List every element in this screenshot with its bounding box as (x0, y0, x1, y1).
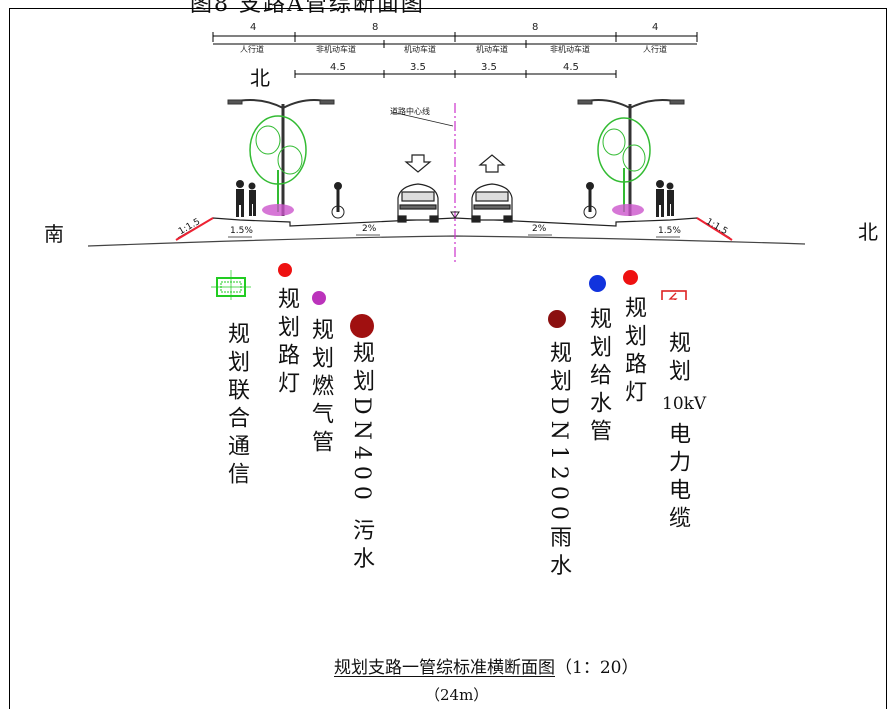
dim-top-2: 8 (372, 22, 379, 33)
left-pedestrians (236, 180, 256, 217)
road-profile (177, 217, 731, 239)
right-street-lamp (577, 99, 685, 216)
drawing-title-scale: （1：20） (555, 658, 639, 678)
lane-label-4: 机动车道 (476, 45, 508, 54)
centerline-leader (391, 111, 454, 127)
label-streetlight-right: 规划路灯 (621, 296, 646, 408)
telecom-box-icon (211, 270, 251, 300)
left-car (397, 183, 439, 223)
label-power-b: 10kV (662, 394, 707, 414)
lane-label-1: 人行道 (240, 45, 264, 54)
lane-label-6: 人行道 (643, 45, 667, 54)
right-road-slope: 2% (532, 224, 547, 234)
sewer-pipe-dot (350, 314, 374, 338)
label-power-c: 电力电缆 (665, 422, 690, 534)
centerline-marker (450, 211, 460, 219)
south-label: 南 (44, 222, 64, 246)
dim-top-3: 8 (532, 22, 539, 33)
up-arrow-icon (478, 154, 506, 173)
right-cyclist (583, 182, 597, 219)
left-cyclist (331, 182, 345, 219)
frame-left-border (9, 8, 10, 709)
lane-width-4: 4.5 (563, 62, 579, 73)
dim-top-4: 4 (652, 22, 659, 33)
right-bank-line (696, 217, 733, 241)
right-pedestrians (656, 180, 674, 217)
lane-label-2: 非机动车道 (316, 45, 356, 54)
label-gas: 规划燃气管 (308, 318, 333, 458)
left-walk-slope: 1.5% (230, 226, 253, 236)
top-dimension-line (212, 32, 698, 78)
left-bank-line (175, 217, 214, 241)
left-tree (249, 115, 307, 216)
left-street-lamp (227, 99, 335, 216)
lane-width-2: 3.5 (410, 62, 426, 73)
lane-label-3: 机动车道 (404, 45, 436, 54)
drawing-title-main: 规划支路一管综标准横断面图 (334, 658, 555, 678)
north-label-top: 北 (250, 66, 270, 90)
slope-arrows (228, 234, 680, 238)
north-label-right: 北 (858, 220, 878, 244)
frame-right-border (886, 8, 887, 709)
ground-line (87, 235, 806, 247)
streetlight-cable-left-dot (278, 263, 292, 277)
label-power-a: 规划 (665, 331, 690, 387)
drawing-subtitle: （24m） (425, 686, 489, 704)
label-telecom: 规划联合通信 (224, 322, 249, 490)
streetlight-cable-right-dot (623, 270, 638, 285)
label-storm: 规划DN1200雨水 (546, 341, 571, 582)
right-tree (597, 117, 651, 216)
lane-label-5: 非机动车道 (550, 45, 590, 54)
label-sewer: 规划DN400 污水 (349, 341, 374, 575)
gas-pipe-dot (312, 291, 326, 305)
dim-top-1: 4 (250, 22, 257, 33)
right-walk-slope: 1.5% (658, 226, 681, 236)
drawing-title: 规划支路一管综标准横断面图（1：20） (334, 653, 638, 678)
label-water: 规划给水管 (586, 307, 611, 447)
label-streetlight-left: 规划路灯 (274, 287, 299, 399)
centerline-label: 道路中心线 (390, 107, 430, 116)
storm-pipe-dot (548, 310, 566, 328)
right-car (471, 183, 513, 223)
road-section-svg (87, 32, 806, 300)
lane-width-1: 4.5 (330, 62, 346, 73)
left-road-slope: 2% (362, 224, 377, 234)
lane-width-3: 3.5 (481, 62, 497, 73)
water-pipe-dot (589, 275, 606, 292)
frame-top-border (9, 8, 887, 9)
down-arrow-icon (404, 154, 432, 173)
power-cable-icon (661, 290, 687, 300)
